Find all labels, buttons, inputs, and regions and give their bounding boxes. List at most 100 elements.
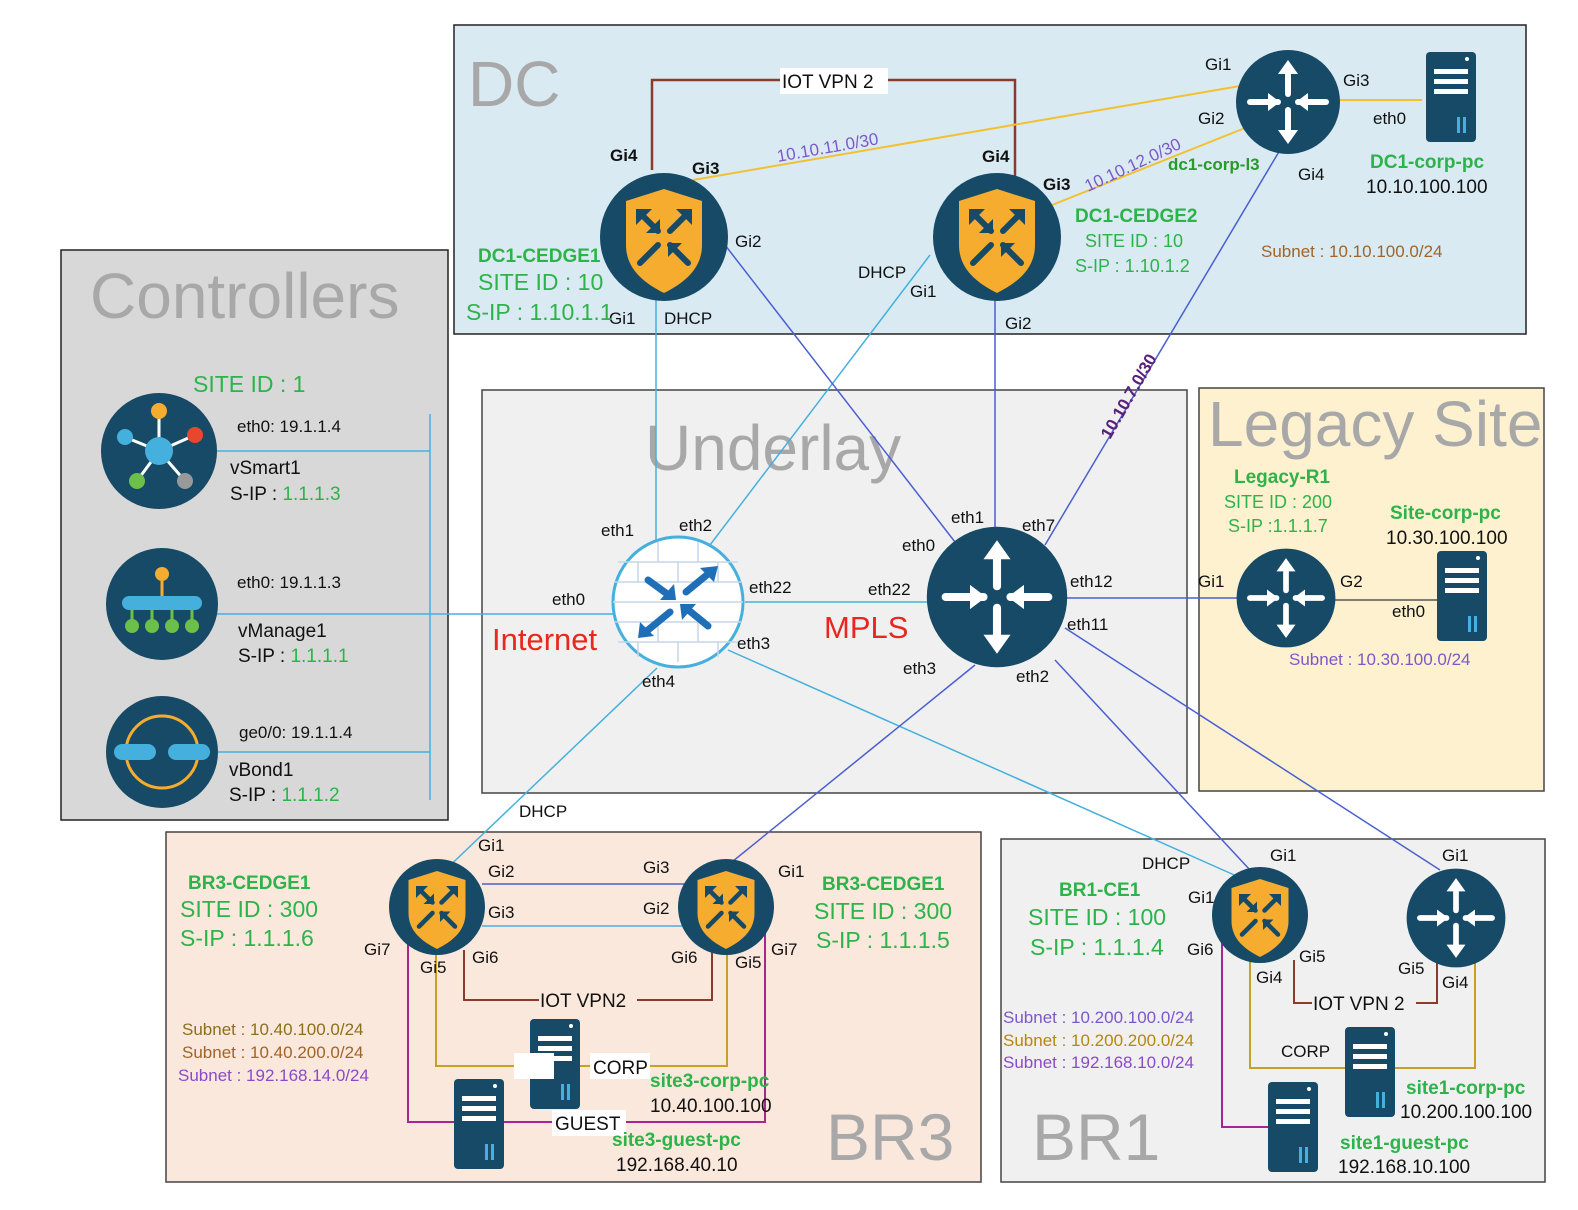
site3-corp-pc-ip: 10.40.100.100 [650, 1096, 772, 1117]
dc1-cedge2-icon[interactable] [933, 173, 1061, 301]
link-mpls-br3 [721, 664, 976, 871]
legacy-pc-ip: 10.30.100.100 [1386, 528, 1508, 549]
br1-router-gi5: Gi5 [1398, 959, 1424, 978]
br1-subnet-1: Subnet : 10.200.100.0/24 [1003, 1008, 1194, 1027]
br3-c1-name: BR3-CEDGE1 [188, 873, 311, 894]
dc1-corp-l3-icon[interactable] [1236, 50, 1340, 154]
site3-guest-pc-ip: 192.168.40.10 [616, 1155, 738, 1176]
br3-c1-gi3: Gi3 [488, 903, 514, 922]
site-corp-pc-icon[interactable] [1437, 551, 1487, 641]
br3-subnet-1: Subnet : 10.40.100.0/24 [182, 1020, 364, 1039]
vbond-sip: 1.1.1.2 [281, 785, 339, 806]
br1-subnet-3: Subnet : 192.168.10.0/24 [1003, 1053, 1194, 1072]
vsmart-sip: 1.1.1.3 [282, 484, 340, 505]
underlay-zone [481, 389, 1188, 794]
site3-guest-pc-icon[interactable] [454, 1079, 504, 1169]
br3-subnet-3: Subnet : 192.168.14.0/24 [178, 1066, 369, 1085]
dc-cedge1-gi3: Gi3 [692, 159, 719, 178]
mpls-eth12: eth12 [1070, 572, 1113, 591]
br3-c2-gi5: Gi5 [735, 953, 761, 972]
link-l3-mpls [1044, 149, 1281, 546]
br1-ce1-sip: S-IP : 1.1.1.4 [1030, 934, 1164, 960]
br1-ce1-name: BR1-CE1 [1059, 880, 1141, 901]
fw-eth1: eth1 [601, 521, 634, 540]
dc-l3-name: dc1-corp-l3 [1168, 155, 1260, 174]
dc-l3-gi4: Gi4 [1298, 165, 1324, 184]
link-br3-corp [435, 950, 728, 1067]
vbond-name: vBond1 [229, 760, 293, 781]
underlay-title: Underlay [645, 412, 901, 484]
br3-corp-label: CORP [593, 1058, 648, 1079]
vbond-iface: ge0/0: 19.1.1.4 [239, 723, 352, 742]
dc-cedge2-sip: S-IP : 1.10.1.2 [1075, 256, 1190, 276]
br3-c1-sip: S-IP : 1.1.1.6 [180, 925, 314, 951]
vsmart-sip-row: S-IP : 1.1.1.3 [230, 484, 341, 505]
dc1-corp-pc-icon[interactable] [1426, 52, 1476, 142]
fw-eth0: eth0 [552, 590, 585, 609]
dc-iot-vpn-label: IOT VPN 2 [782, 72, 874, 93]
dc-cedge1-name: DC1-CEDGE1 [478, 246, 601, 267]
link-internet-br1 [727, 649, 1251, 883]
br3-c2-gi7: Gi7 [771, 940, 797, 959]
mpls-eth7: eth7 [1022, 516, 1055, 535]
vmanage-icon[interactable] [106, 548, 218, 660]
br1-iot-label: IOT VPN 2 [1313, 994, 1405, 1015]
controllers-title: Controllers [90, 260, 399, 332]
br3-cedge2-icon[interactable] [678, 859, 774, 955]
link-mpls-br1-router [1064, 627, 1441, 871]
dc-l3-eth0: eth0 [1373, 109, 1406, 128]
br1-corp-label-bg [1278, 1040, 1338, 1064]
br1-iot-label-bg [1312, 991, 1416, 1015]
br1-ce1-gi1-top: Gi1 [1270, 846, 1296, 865]
br3-iot-label: IOT VPN2 [540, 991, 626, 1012]
dc-cedge1-site: SITE ID : 10 [478, 269, 603, 295]
br3-guest-label-bg [552, 1110, 626, 1136]
dc-l3-gi2: Gi2 [1198, 109, 1224, 128]
link-mpls-br1-ce [1054, 659, 1251, 871]
legacy-eth0: eth0 [1392, 602, 1425, 621]
br1-router-icon[interactable] [1407, 869, 1506, 968]
site1-corp-pc-icon[interactable] [1345, 1027, 1395, 1117]
vmanage-iface: eth0: 19.1.1.3 [237, 573, 341, 592]
vsmart-icon[interactable] [101, 393, 217, 509]
legacy-subnet: Subnet : 10.30.100.0/24 [1289, 650, 1471, 669]
site3-corp-pc-name: site3-corp-pc [650, 1071, 770, 1092]
vbond-icon[interactable] [106, 696, 218, 808]
site1-guest-pc-icon[interactable] [1268, 1082, 1318, 1172]
legacy-r1-site: SITE ID : 200 [1224, 492, 1332, 512]
br3-c2-name: BR3-CEDGE1 [822, 874, 945, 895]
mpls-eth0: eth0 [902, 536, 935, 555]
br3-c1-gi7: Gi7 [364, 940, 390, 959]
dc-title: DC [468, 48, 560, 120]
br3-corp-label-bg2 [590, 1053, 650, 1079]
dc-cedge1-gi1: Gi1 [609, 309, 635, 328]
legacy-r1-sip: S-IP :1.1.1.7 [1228, 516, 1328, 536]
br3-iot-label-bg [539, 988, 637, 1012]
br1-ce1-icon[interactable] [1212, 867, 1308, 963]
controllers-site-id: SITE ID : 1 [193, 371, 305, 397]
br3-c2-gi6: Gi6 [671, 948, 697, 967]
legacy-g2: G2 [1340, 572, 1363, 591]
br3-c2-site: SITE ID : 300 [814, 898, 952, 924]
fw-eth4: eth4 [642, 672, 675, 691]
dc-cedge2-site: SITE ID : 10 [1085, 231, 1183, 251]
legacy-r1-icon[interactable] [1237, 549, 1336, 648]
mpls-eth2: eth2 [1016, 667, 1049, 686]
br1-router-gi4: Gi4 [1442, 973, 1468, 992]
br3-c2-gi3: Gi3 [643, 858, 669, 877]
site1-corp-pc-ip: 10.200.100.100 [1400, 1102, 1532, 1123]
dc-cedge1-gi2: Gi2 [735, 232, 761, 251]
dc-cedge2-gi2: Gi2 [1005, 314, 1031, 333]
br3-cedge1-icon[interactable] [389, 859, 485, 955]
br3-guest-label: GUEST [555, 1114, 621, 1135]
br1-ce1-gi6: Gi6 [1187, 940, 1213, 959]
br3-dhcp: DHCP [519, 802, 567, 821]
dc1-cedge1-icon[interactable] [600, 173, 728, 301]
mpls-router-icon[interactable] [927, 527, 1067, 667]
link-br1-guest [1221, 930, 1270, 1128]
br1-ce1-gi1-left: Gi1 [1188, 888, 1214, 907]
vbond-sip-row: S-IP : 1.1.1.2 [229, 785, 340, 806]
internet-firewall-icon[interactable] [611, 535, 745, 669]
mpls-eth3: eth3 [903, 659, 936, 678]
